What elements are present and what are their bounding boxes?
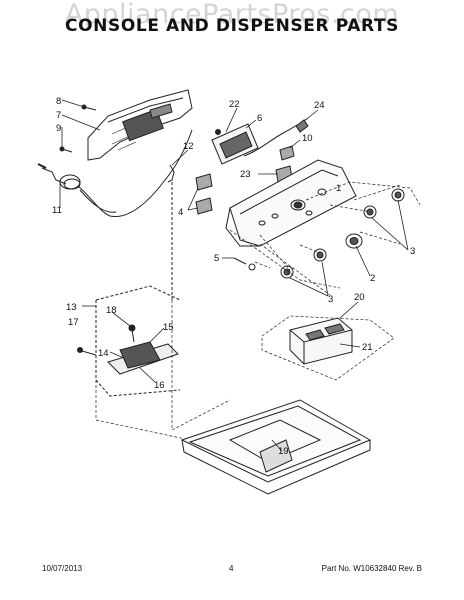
guide-line-top (171, 300, 231, 431)
callout-21: 21 (362, 342, 373, 353)
dispenser-20 (289, 317, 353, 365)
callout-15: 15 (163, 322, 174, 333)
knobs-3 (280, 188, 405, 279)
callout-23: 23 (240, 169, 251, 180)
console-body-2 (225, 159, 357, 247)
switch-10 (279, 145, 295, 161)
callout-9: 9 (56, 123, 61, 134)
callout-4: 4 (178, 207, 183, 218)
callout-2: 2 (370, 273, 375, 284)
switch-4 (195, 173, 213, 215)
callout-16: 16 (154, 380, 165, 391)
callout-19: 19 (278, 446, 289, 457)
power-cord-11 (37, 129, 193, 217)
guide-lines-console (229, 181, 421, 296)
callout-22: 22 (229, 99, 240, 110)
callout-3a: 3 (410, 246, 415, 257)
callout-14: 14 (98, 348, 109, 359)
callout-8: 8 (56, 96, 61, 107)
callout-20: 20 (354, 292, 365, 303)
callout-6: 6 (257, 113, 262, 124)
callout-12: 12 (183, 141, 194, 152)
callout-10: 10 (302, 133, 313, 144)
callout-3b: 3 (328, 294, 333, 305)
callout-1: 1 (336, 183, 341, 194)
watermark: AppliancePartsPros.com (64, 0, 400, 30)
footer-date: 10/07/2013 (42, 564, 83, 573)
screw-8 (81, 104, 97, 111)
dispenser-bracket-13 (77, 285, 181, 397)
callout-5: 5 (214, 253, 219, 264)
wire-harness-24 (243, 117, 309, 157)
guide-line-dispenser (261, 315, 395, 381)
callout-24: 24 (314, 100, 325, 111)
wire-clip-12 (167, 164, 175, 300)
callout-11: 11 (52, 205, 62, 216)
callout-18: 18 (106, 305, 117, 316)
callout-13: 13 (66, 302, 77, 313)
leader-lines (59, 99, 409, 452)
guide-line-bracket (95, 380, 191, 441)
washer-top-19 (180, 399, 372, 495)
screw-5 (233, 257, 256, 271)
footer-part-number: Part No. W10632840 Rev. B (321, 564, 422, 573)
footer-page-number: 4 (229, 564, 234, 573)
callout-17: 17 (68, 317, 79, 328)
rear-console-panel (87, 89, 193, 161)
callout-7: 7 (56, 110, 61, 121)
control-board-6 (211, 123, 259, 165)
page-title: CONSOLE AND DISPENSER PARTS (65, 16, 399, 36)
